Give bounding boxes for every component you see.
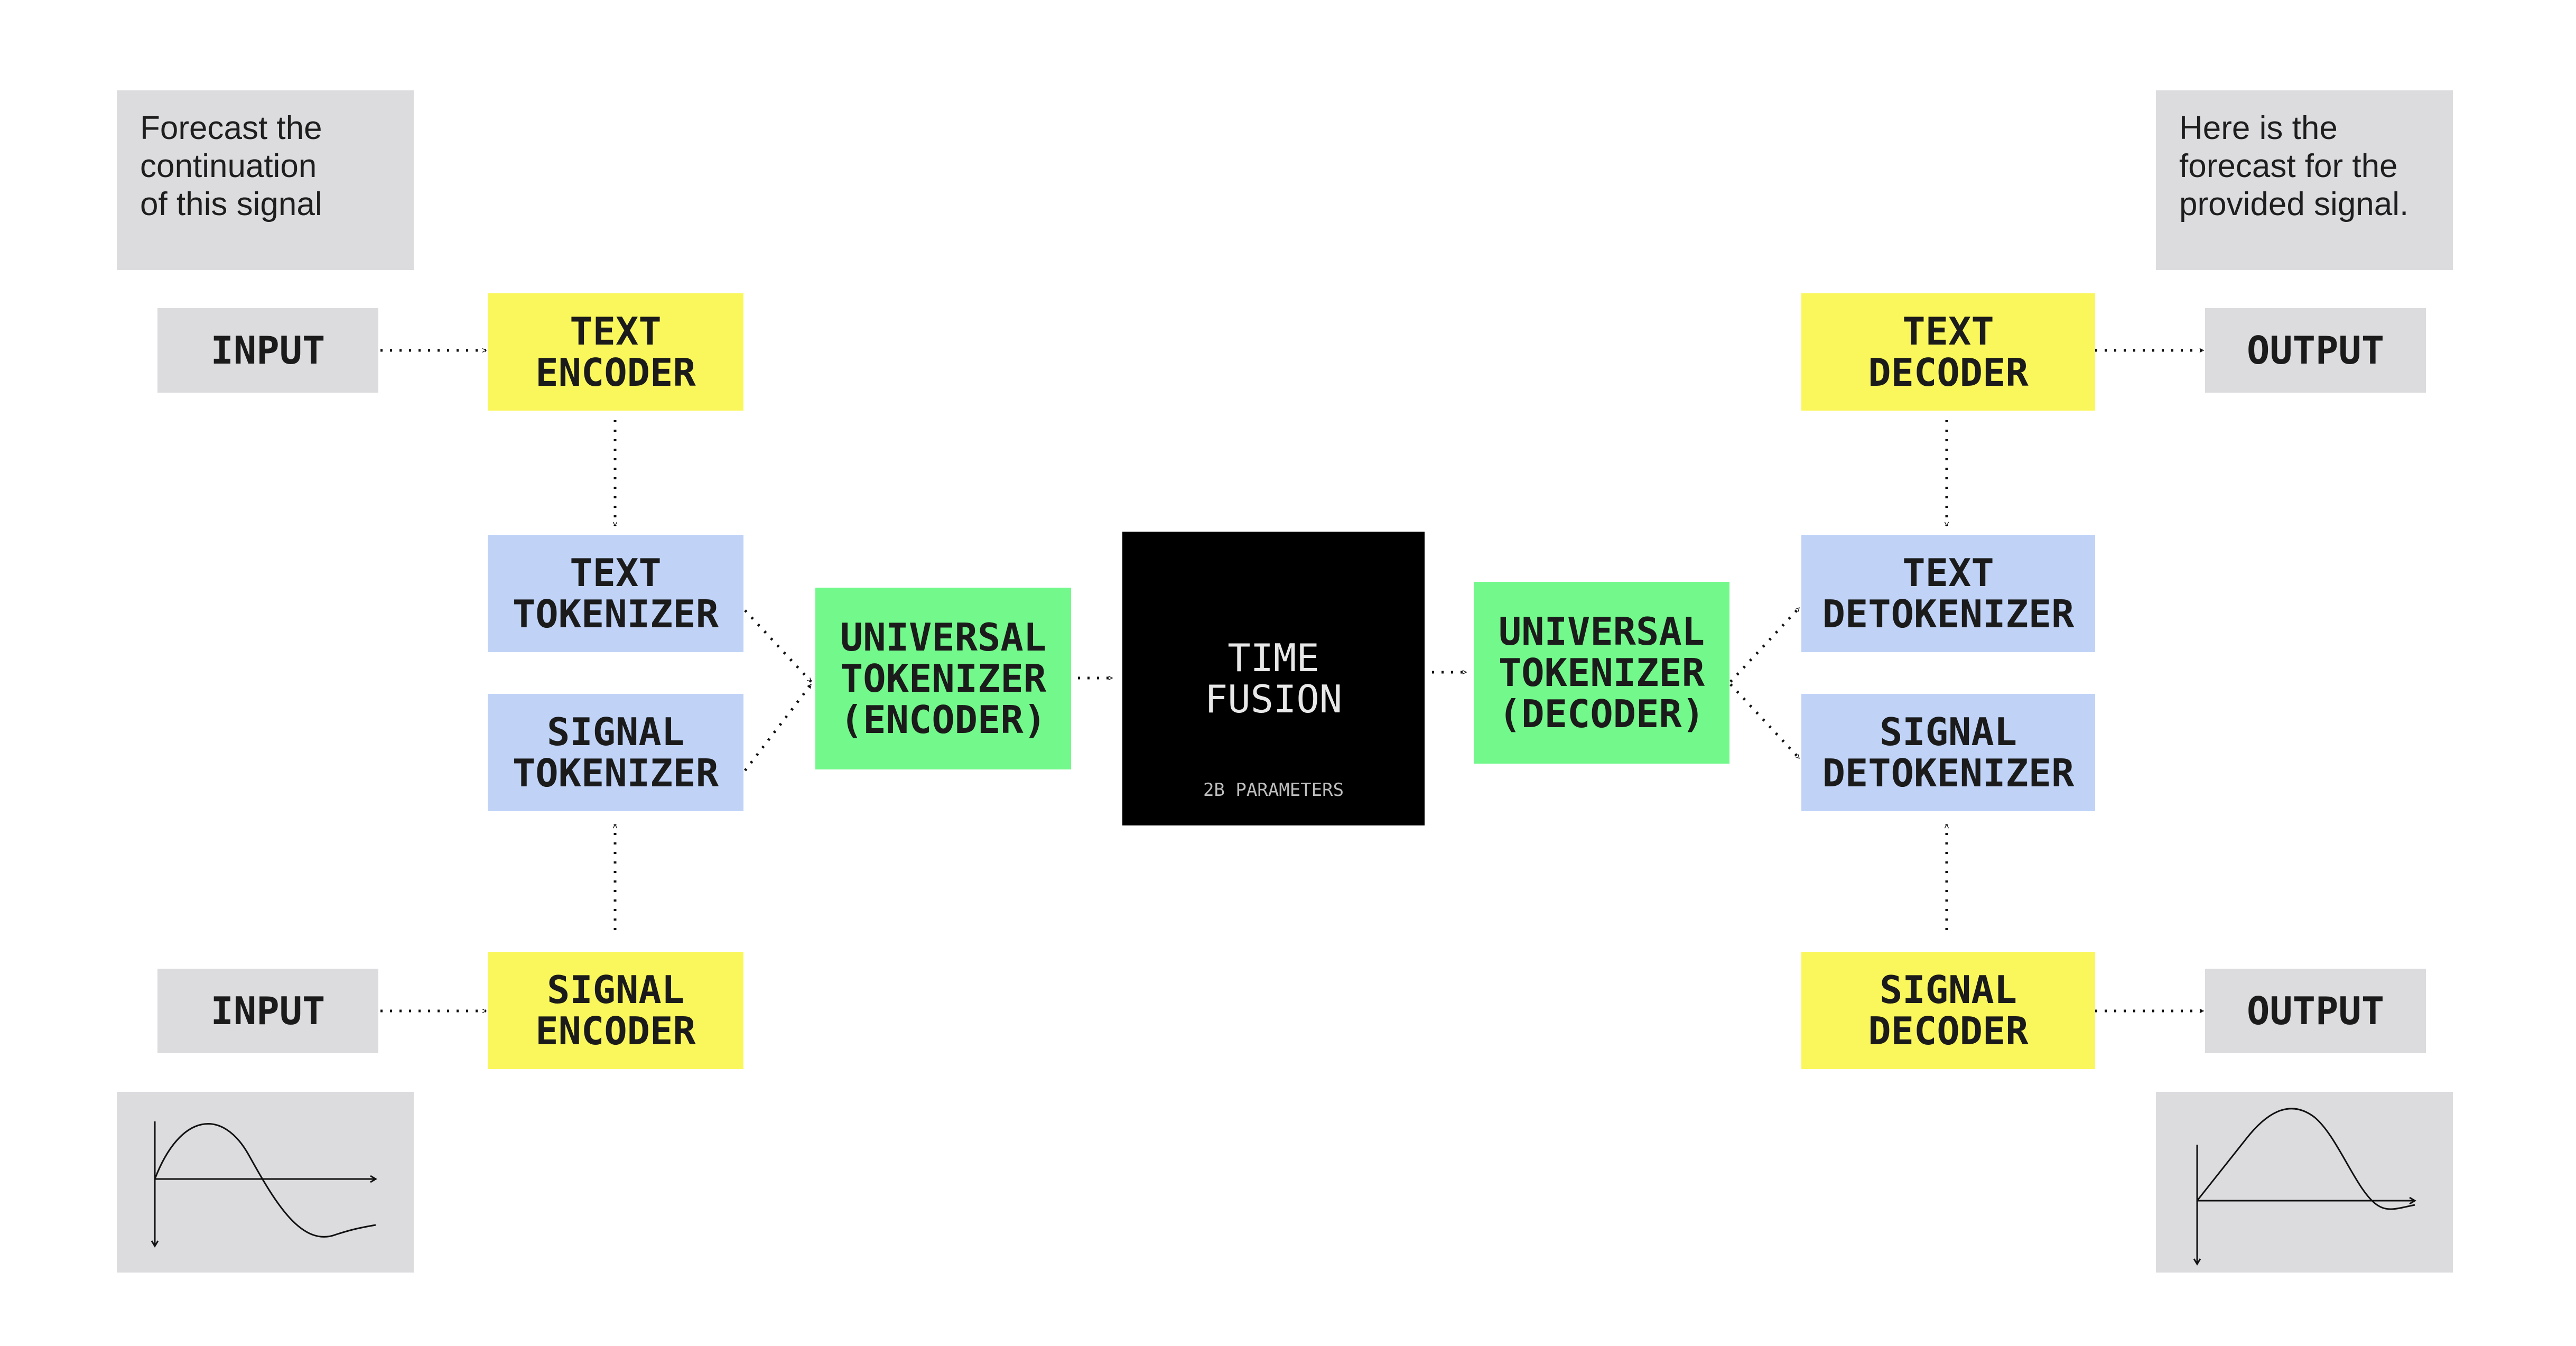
signal-tokenizer-line-2: TOKENIZER <box>512 751 719 795</box>
universal-decoder-line-1: UNIVERSAL <box>1498 609 1705 654</box>
arrow-signal-tokenizer-to-universal <box>744 683 812 772</box>
text-tokenizer-line-2: TOKENIZER <box>512 592 719 636</box>
signal-input-label: INPUT <box>210 989 326 1033</box>
time-fusion-core: TIME FUSION 2B PARAMETERS <box>1122 532 1425 825</box>
universal-decoder-line-3: (DECODER) <box>1498 692 1705 736</box>
signal-encoder-line-2: ENCODER <box>535 1009 696 1053</box>
text-detokenizer-line-1: TEXT <box>1902 551 1994 595</box>
signal-detokenizer-box: SIGNAL DETOKENIZER <box>1801 694 2095 811</box>
input-signal-plot <box>117 1092 414 1273</box>
text-tokenizer-box: TEXT TOKENIZER <box>488 535 743 652</box>
output-response-note: Here is the forecast for the provided si… <box>2156 90 2453 270</box>
signal-encoder-line-1: SIGNAL <box>546 968 685 1012</box>
universal-decoder-line-2: TOKENIZER <box>1498 651 1705 695</box>
text-encoder-line-2: ENCODER <box>535 350 696 395</box>
text-tokenizer-line-1: TEXT <box>570 551 662 595</box>
universal-encoder-line-2: TOKENIZER <box>840 656 1047 701</box>
text-decoder-line-1: TEXT <box>1902 309 1994 354</box>
signal-decoder-line-1: SIGNAL <box>1879 968 2017 1012</box>
text-detokenizer-line-2: DETOKENIZER <box>1822 592 2075 636</box>
arrow-text-tokenizer-to-universal <box>744 609 812 683</box>
text-encoder-line-1: TEXT <box>570 309 662 354</box>
signal-output-label: OUTPUT <box>2246 989 2385 1033</box>
core-title-line-2: FUSION <box>1204 677 1343 721</box>
prompt-line-1: Forecast the <box>140 110 322 146</box>
signal-detokenizer-line-1: SIGNAL <box>1879 710 2017 754</box>
arrow-universal-to-signal-detokenizer <box>1729 683 1800 759</box>
core-parameters-label: 2B PARAMETERS <box>1203 779 1344 801</box>
signal-tokenizer-box: SIGNAL TOKENIZER <box>488 694 743 811</box>
arrow-universal-to-text-detokenizer <box>1729 607 1800 683</box>
text-decoder-line-2: DECODER <box>1868 350 2029 395</box>
prompt-line-3: of this signal <box>140 186 322 222</box>
core-title-line-1: TIME <box>1227 636 1319 680</box>
signal-tokenizer-line-1: SIGNAL <box>546 710 685 754</box>
text-output-label: OUTPUT <box>2246 328 2385 373</box>
response-line-2: forecast for the <box>2179 148 2398 184</box>
signal-decoder-box: SIGNAL DECODER <box>1801 952 2095 1069</box>
signal-detokenizer-line-2: DETOKENIZER <box>1822 751 2075 795</box>
signal-input-box: INPUT <box>157 969 378 1053</box>
prompt-line-2: continuation <box>140 148 317 184</box>
output-signal-plot <box>2156 1092 2453 1273</box>
forecast-wave-icon <box>2193 1108 2416 1266</box>
text-decoder-box: TEXT DECODER <box>1801 293 2095 411</box>
sine-wave-icon <box>151 1121 377 1248</box>
response-line-1: Here is the <box>2179 110 2338 146</box>
signal-decoder-line-2: DECODER <box>1868 1009 2029 1053</box>
signal-encoder-box: SIGNAL ENCODER <box>488 952 743 1069</box>
text-output-box: OUTPUT <box>2205 308 2426 393</box>
universal-tokenizer-decoder-box: UNIVERSAL TOKENIZER (DECODER) <box>1474 582 1729 764</box>
input-prompt-note: Forecast the continuation of this signal <box>117 90 414 270</box>
text-input-box: INPUT <box>157 308 378 393</box>
universal-encoder-line-1: UNIVERSAL <box>840 615 1047 660</box>
text-detokenizer-box: TEXT DETOKENIZER <box>1801 535 2095 652</box>
text-input-label: INPUT <box>210 328 326 373</box>
signal-output-box: OUTPUT <box>2205 969 2426 1053</box>
universal-tokenizer-encoder-box: UNIVERSAL TOKENIZER (ENCODER) <box>815 588 1071 769</box>
response-line-3: provided signal. <box>2179 186 2409 222</box>
text-encoder-box: TEXT ENCODER <box>488 293 743 411</box>
universal-encoder-line-3: (ENCODER) <box>840 698 1047 742</box>
